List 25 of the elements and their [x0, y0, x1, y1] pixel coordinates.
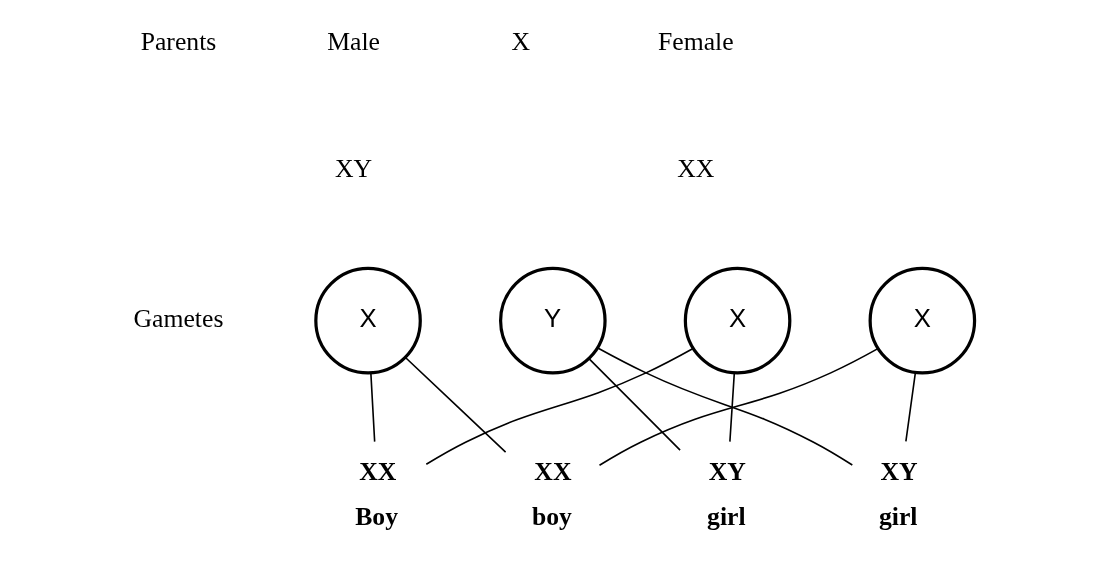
connector	[904, 371, 916, 443]
label: Gametes	[133, 303, 223, 333]
label: Male	[326, 26, 380, 56]
label: XY	[334, 153, 372, 183]
label: X	[510, 26, 530, 56]
node-circle: Y	[498, 266, 607, 375]
connector	[404, 356, 506, 453]
connector	[587, 358, 681, 451]
label: XX	[676, 153, 714, 183]
node-text: XX	[533, 457, 571, 487]
connector	[425, 347, 694, 466]
node-circle: X	[313, 266, 422, 375]
node-label: Boy	[354, 502, 398, 532]
node-text: XY	[708, 457, 746, 487]
node-circle: X	[683, 266, 791, 375]
connector	[369, 372, 375, 443]
node-label: girl	[878, 502, 918, 532]
node-text: XX	[358, 457, 396, 487]
label: Parents	[140, 26, 216, 56]
connector	[728, 372, 735, 443]
node-label: girl	[706, 502, 746, 532]
node-label: boy	[531, 502, 572, 532]
label: Female	[657, 26, 734, 56]
node-text: XY	[880, 457, 918, 487]
node-circle: X	[868, 266, 976, 375]
